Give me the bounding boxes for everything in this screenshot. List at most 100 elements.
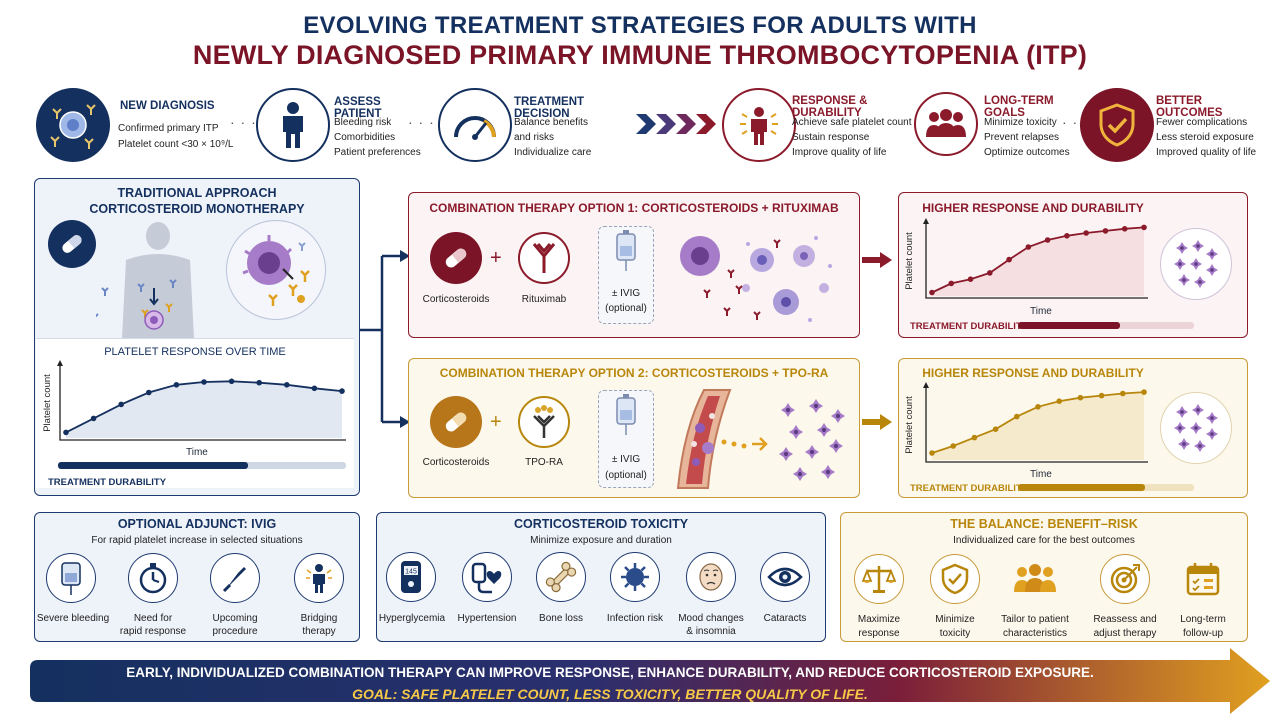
- chart-ylabel: Platelet count: [904, 232, 915, 290]
- footer-banner: [30, 648, 1270, 714]
- balance-item-label: Long-term: [1180, 614, 1226, 625]
- adjunct-item-label: Upcoming: [212, 613, 258, 624]
- iv-bag-icon: [612, 394, 640, 441]
- toxicity-item-label: Cataracts: [763, 613, 807, 624]
- connector-dots: · ·: [1062, 114, 1079, 130]
- calendar-icon: [1178, 554, 1228, 604]
- step-line: Achieve safe platelet count: [792, 117, 912, 128]
- platelet-cell: [1206, 264, 1218, 276]
- traditional-title-1: TRADITIONAL APPROACH: [117, 186, 277, 200]
- adjunct-item-label: rapid response: [119, 626, 187, 637]
- option2-chart-xlabel: Time: [1030, 469, 1052, 480]
- platelet-cell: [1190, 258, 1202, 270]
- chart-point: [929, 289, 935, 296]
- platelet-cell: [779, 447, 793, 461]
- toxicity-subtitle: Minimize exposure and duration: [530, 535, 672, 546]
- toxicity-item-label: & insomnia: [686, 626, 736, 637]
- balance-item-label: toxicity: [939, 628, 971, 639]
- platelet-cell: [1190, 422, 1202, 434]
- platelet-cell: [829, 439, 843, 453]
- chart-point: [1141, 389, 1147, 395]
- platelet-cell: [1174, 258, 1186, 270]
- chart-point: [971, 434, 978, 441]
- branch-arrows: [360, 250, 410, 428]
- iv-bag-icon: [612, 230, 640, 277]
- chart-point: [90, 415, 97, 422]
- chart-point: [987, 270, 993, 276]
- glucometer-icon: 145: [386, 552, 436, 602]
- balance-panel: [840, 512, 1248, 642]
- chart-area: [66, 381, 342, 438]
- chart-axes: [925, 384, 1148, 463]
- step-line: Balance benefits: [514, 117, 588, 128]
- toxicity-item-label: Hyperglycemia: [378, 613, 446, 624]
- step-line: Fewer complications: [1156, 117, 1248, 128]
- tpo-ra-receptor-icon: [518, 396, 570, 448]
- chart-point: [173, 382, 180, 388]
- chart-point: [1056, 398, 1062, 404]
- title-line-2: NEWLY DIAGNOSED PRIMARY IMMUNE THROMBOCY…: [192, 40, 1088, 70]
- traditional-chart: Platelet count: [42, 360, 346, 441]
- platelet-cell: [1192, 404, 1204, 416]
- pill-icon: [48, 220, 96, 268]
- adjunct-item-label: Bridging: [300, 613, 338, 624]
- option1-ivig-label-1: ± IVIG: [611, 288, 641, 299]
- option1-durability-fill: [1018, 322, 1121, 329]
- plus-icon: +: [490, 247, 502, 269]
- target-icon: [1100, 554, 1150, 604]
- platelet-cell: [1176, 406, 1188, 418]
- traditional-durability-track: [58, 462, 346, 469]
- toxicity-item-label: Mood changes: [678, 613, 744, 624]
- toxicity-item-label: Hypertension: [457, 613, 517, 624]
- body-silhouette-icon: [91, 222, 226, 343]
- arrow-right-icon: [862, 252, 892, 273]
- footer-message: EARLY, INDIVIDUALIZED COMBINATION THERAP…: [126, 665, 1094, 680]
- chart-area: [932, 392, 1144, 460]
- iv-bag-icon: [46, 553, 96, 603]
- rituximab-antibody-icon: [518, 232, 570, 284]
- toxicity-title: CORTICOSTEROID TOXICITY: [513, 517, 689, 531]
- option2-drug2-label: TPO-RA: [525, 457, 563, 468]
- platelet-cell: [821, 465, 835, 479]
- chart-point: [950, 443, 956, 449]
- balance-item-label: response: [858, 628, 900, 639]
- shield-icon: [930, 554, 980, 604]
- platelet-cell: [1178, 274, 1190, 286]
- chart-point: [1025, 244, 1032, 250]
- group-icon: [914, 92, 978, 156]
- chart-ylabel: Platelet count: [904, 396, 915, 454]
- b-cell-depletion-illustration: [664, 226, 844, 335]
- platelet-cell: [831, 409, 845, 423]
- chart-point: [1014, 413, 1020, 420]
- step-long-term-goals: LONG-TERM GOALS Minimize toxicity Preven…: [914, 88, 1084, 164]
- platelet-cell: [817, 423, 831, 437]
- glucometer-reading: 145: [405, 569, 417, 576]
- blood-cell-icon: [36, 88, 110, 162]
- chart-axes: [59, 362, 346, 441]
- step-line: Individualize care: [514, 147, 592, 158]
- adjunct-item-label: Need for: [133, 613, 173, 624]
- chart-point: [1035, 404, 1041, 410]
- chart-point: [339, 388, 345, 394]
- step-new-diagnosis: NEW DIAGNOSIS Confirmed primary ITP Plat…: [36, 88, 266, 164]
- chart-point: [1098, 392, 1105, 399]
- platelet-cell: [1192, 240, 1204, 252]
- step-line: Optimize outcomes: [984, 147, 1070, 158]
- step-title: BETTER OUTCOMES: [1156, 95, 1223, 119]
- adjunct-item-label: procedure: [212, 626, 258, 637]
- option1-chart-xlabel: Time: [1030, 306, 1052, 317]
- chart-point: [948, 280, 955, 287]
- plus-icon: +: [490, 411, 502, 433]
- balance-item-label: Tailor to patient: [1001, 614, 1069, 625]
- toxicity-panel: [376, 512, 826, 642]
- step-assess-patient: ASSESS PATIENT Bleeding risk Comorbiditi…: [256, 88, 426, 164]
- platelet-cell: [1194, 276, 1206, 288]
- step-title: RESPONSE & DURABILITY: [792, 95, 868, 119]
- chart-point: [967, 276, 974, 282]
- chart-point: [311, 385, 318, 392]
- chart-point: [1077, 394, 1084, 401]
- corticosteroid-pill-icon: [430, 396, 482, 448]
- platelet-cell: [1194, 440, 1206, 452]
- option1-result-title: HIGHER RESPONSE AND DURABILITY: [922, 201, 1144, 215]
- step-treatment-decision: TREATMENT DECISION Balance benefits and …: [438, 88, 638, 164]
